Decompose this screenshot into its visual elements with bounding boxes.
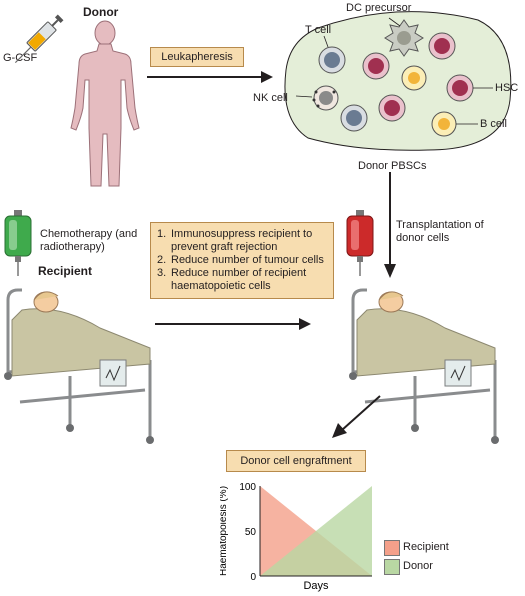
engraftment-arrow xyxy=(332,395,381,438)
series-area-donor xyxy=(260,486,372,576)
conditioning-steps-list: 1. Immunosuppress recipient to prevent gr… xyxy=(157,228,327,293)
y-axis-label: Haematopoiesis (%) xyxy=(220,486,229,576)
recipient-bed xyxy=(4,288,154,444)
dc-precursor-label: DC precursor xyxy=(346,2,412,14)
engraftment-title-box: Donor cell engraftment xyxy=(226,450,366,472)
chart-legend: Recipient Donor xyxy=(384,538,449,576)
y-tick-label: 100 xyxy=(239,482,256,493)
conditioning-steps-box: 1. Immunosuppress recipient to prevent gr… xyxy=(150,222,334,299)
legend-swatch xyxy=(384,558,400,575)
chemotherapy-label: Chemotherapy (and radiotherapy) xyxy=(40,228,138,253)
hsc-label: HSC xyxy=(495,82,519,94)
pbsc-blob xyxy=(284,11,512,151)
y-tick-label: 50 xyxy=(245,527,257,538)
leukapheresis-arrow xyxy=(147,71,273,83)
nk-cell-label: NK cell xyxy=(253,92,288,104)
transplant-label: Transplantation of donor cells xyxy=(396,219,484,244)
chemotherapy-bag-icon xyxy=(4,210,32,276)
engraftment-chart: 0 50 100 Haematopoiesis (%) Days xyxy=(220,482,372,592)
leukapheresis-box: Leukapheresis xyxy=(150,47,244,67)
legend-swatch xyxy=(384,539,400,556)
x-axis-label: Days xyxy=(303,580,329,592)
step-text: Reduce number of recipient haematopoieti… xyxy=(171,267,307,292)
legend-label: Recipient xyxy=(403,541,449,553)
transplant-arrow xyxy=(384,172,396,278)
syringe-icon xyxy=(14,14,64,64)
conditioning-arrow xyxy=(155,318,311,330)
step-number: 2. xyxy=(157,254,167,266)
legend-item-recipient: Recipient xyxy=(384,538,449,557)
step-number: 3. xyxy=(157,267,167,279)
leukapheresis-label: Leukapheresis xyxy=(161,51,233,63)
b-cell-label: B cell xyxy=(480,118,507,130)
donor-label: Donor xyxy=(83,5,119,19)
recipient-label: Recipient xyxy=(38,264,93,278)
y-tick-label: 0 xyxy=(250,572,256,583)
legend-label: Donor xyxy=(403,560,433,572)
step-number: 1. xyxy=(157,228,167,240)
t-cell-label: T cell xyxy=(305,24,332,36)
donor-cell-bag-icon xyxy=(346,210,374,276)
transplanted-recipient-bed xyxy=(349,288,499,444)
pbsc-caption: Donor PBSCs xyxy=(358,160,427,172)
step-item: 1. Immunosuppress recipient to prevent gr… xyxy=(157,228,327,254)
legend-item-donor: Donor xyxy=(384,557,449,576)
step-text: Immunosuppress recipient to prevent graf… xyxy=(171,228,313,253)
step-item: 2. Reduce number of tumour cells xyxy=(157,254,327,267)
donor-figure xyxy=(70,20,140,187)
step-item: 3. Reduce number of recipient haematopoie… xyxy=(157,267,327,293)
step-text: Reduce number of tumour cells xyxy=(171,254,324,266)
chart-title: Donor cell engraftment xyxy=(240,455,352,467)
